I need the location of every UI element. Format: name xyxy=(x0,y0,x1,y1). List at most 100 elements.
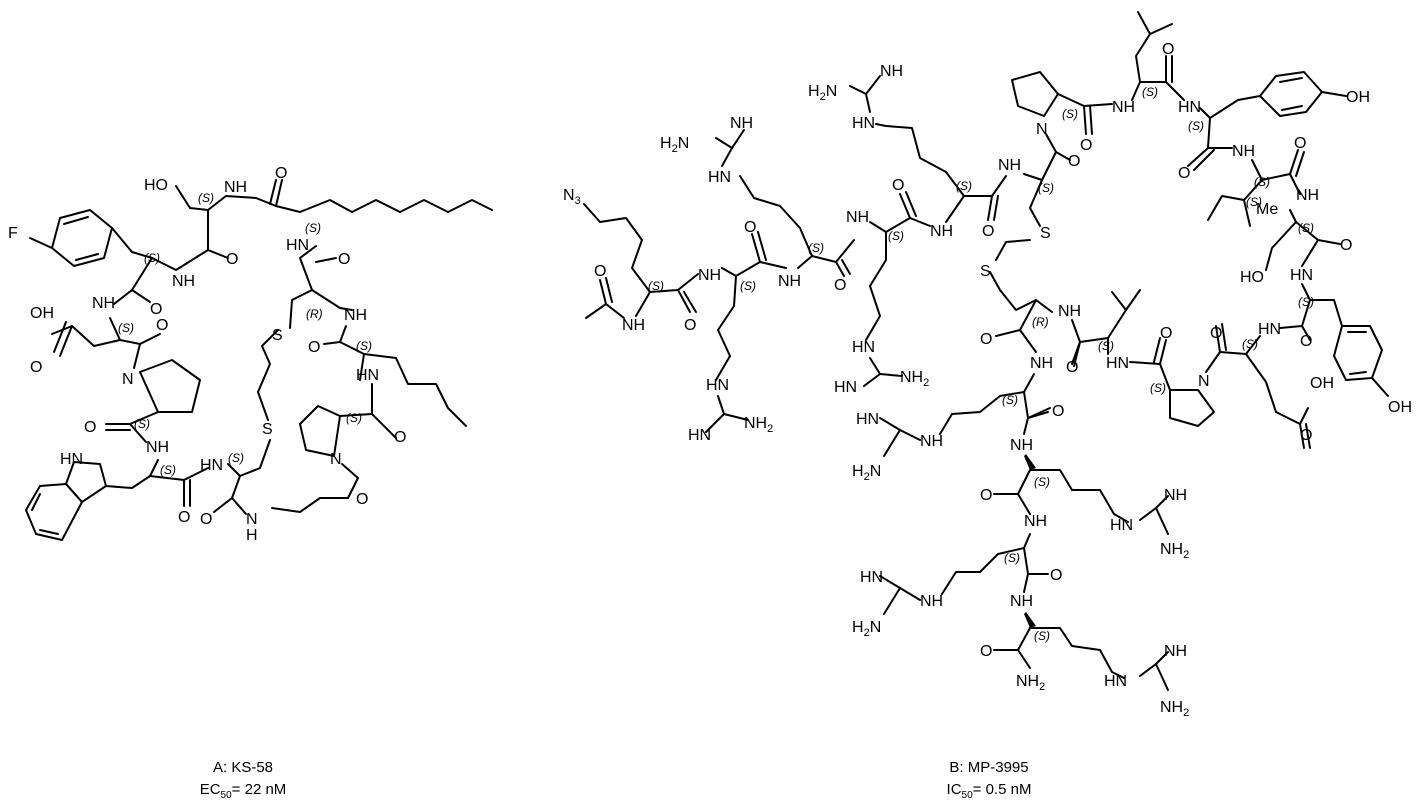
stereo-b1: (S) xyxy=(648,279,664,293)
carbonyl-o-b9: O xyxy=(1178,165,1190,182)
tyrosine-hydroxyl-b2: OH xyxy=(1388,399,1412,416)
amide-nh-a3: NH xyxy=(92,295,115,312)
stereo-a9: (S) xyxy=(356,339,372,353)
stereo-a4: (S) xyxy=(118,321,134,335)
stereo-b5: (S) xyxy=(956,179,972,193)
stereo-b15: (S) xyxy=(1150,381,1166,395)
carbonyl-o-a5: O xyxy=(84,419,96,436)
amide-nh-a1: NH xyxy=(224,179,247,196)
asp-carbonyl-o: O xyxy=(30,359,42,376)
guanidine-hn-b6: HN xyxy=(1110,517,1133,534)
carbonyl-o-a6: O xyxy=(178,509,190,526)
carbonyl-o-a2: O xyxy=(226,251,238,268)
carbonyl-o-a10: O xyxy=(356,491,368,508)
amide-nh-a8: HN xyxy=(356,367,379,384)
stereo-a7: (S) xyxy=(228,451,244,465)
stereo-b7: (S) xyxy=(1062,107,1078,121)
carbonyl-o-b18: O xyxy=(980,487,992,504)
amide-nh-b3: NH xyxy=(846,209,869,226)
amide-nh-b13: NH xyxy=(1058,303,1081,320)
carbonyl-o-a7: O xyxy=(338,251,350,268)
carbonyl-o-b16: O xyxy=(980,331,992,348)
amide-nh-a7: NH xyxy=(344,307,367,324)
carbonyl-o-a9: O xyxy=(394,429,406,446)
guanidine-nh-b7: NH xyxy=(920,593,943,610)
carbonyl-o-b4: O xyxy=(892,177,904,194)
amide-nh-b15: NH xyxy=(1010,437,1033,454)
sulfur-a1: S xyxy=(262,421,273,438)
guanidine-hn-b3: HN xyxy=(834,379,857,396)
stereo-b4: (S) xyxy=(888,229,904,243)
carbonyl-o-b1: O xyxy=(684,317,696,334)
methyl-label: Me xyxy=(1256,201,1278,218)
proline-n-a2: N xyxy=(330,451,342,468)
guanidine-nh2-b1: NH2 xyxy=(744,415,773,435)
fluorine-atom: F xyxy=(8,225,18,242)
guanidine-nh-b3: HN xyxy=(852,339,875,356)
carbonyl-o-b12: O xyxy=(1300,333,1312,350)
carbonyl-o-a4: O xyxy=(156,317,168,334)
serine-hydroxyl-b: HO xyxy=(1240,269,1264,286)
stereo-b16: (S) xyxy=(1098,339,1114,353)
stereo-b11: (S) xyxy=(1246,195,1262,209)
guanidine-nh-b2b: NH xyxy=(730,115,753,132)
carbonyl-o-b7: O xyxy=(1080,137,1092,154)
caption-compound-a: A: KS-58 EC50= 22 nM xyxy=(123,757,363,807)
guanidine-nh-b8: NH xyxy=(1164,643,1187,660)
carbonyl-o-b3: O xyxy=(834,277,846,294)
guanidine-h2n-b5: H2N xyxy=(852,463,881,483)
carbonyl-o-b20: O xyxy=(980,643,992,660)
amide-nh-a2: NH xyxy=(172,273,195,290)
stereo-b17: (R) xyxy=(1032,315,1049,329)
carbonyl-o-a11: O xyxy=(200,511,212,528)
asp-hydroxyl: OH xyxy=(30,305,54,322)
amide-nh-a9: H xyxy=(246,527,258,544)
carbonyl-o-b15: O xyxy=(1066,359,1078,376)
stereo-b2: (S) xyxy=(740,279,756,293)
carbonyl-o-b2: O xyxy=(744,219,756,236)
compound-b-metric: IC50= 0.5 nM xyxy=(946,781,1032,801)
amide-nh-a6: HN xyxy=(286,237,309,254)
guanidine-nh-b2: HN xyxy=(708,169,731,186)
asp-hydroxyl-b: OH xyxy=(1310,375,1334,392)
amide-nh-b2: NH xyxy=(778,273,801,290)
compound-b-label: B: MP-3995 xyxy=(949,759,1029,776)
tyrosine-hydroxyl-b1: OH xyxy=(1346,89,1370,106)
proline-n-b1: N xyxy=(1036,121,1048,138)
carbonyl-o-b17: O xyxy=(1052,403,1064,420)
amide-nh-b6: NH xyxy=(1112,99,1135,116)
acetyl-o: O xyxy=(594,263,606,280)
stereo-a6: (S) xyxy=(160,463,176,477)
carbonyl-o-a8: O xyxy=(308,339,320,356)
amide-nh-b8: NH xyxy=(1232,143,1255,160)
amide-nh-a4: NH xyxy=(146,439,169,456)
stereo-b13: (S) xyxy=(1298,295,1314,309)
guanidine-nh2-b6: NH2 xyxy=(1160,541,1189,561)
amide-nh-b10: HN xyxy=(1290,267,1313,284)
guanidine-hn-b7: HN xyxy=(860,569,883,586)
asp-carbonyl-o-b: O xyxy=(1300,427,1312,444)
sulfur-a2: S xyxy=(272,327,283,344)
stereo-b14: (S) xyxy=(1242,337,1258,351)
azide-group: N3 xyxy=(563,187,581,207)
guanidine-hn-b1: HN xyxy=(688,427,711,444)
stereo-b12: (S) xyxy=(1298,221,1314,235)
carbonyl-o-b5: O xyxy=(982,223,994,240)
indole-nh: HN xyxy=(60,451,83,468)
proline-n-a: N xyxy=(122,371,134,388)
carbonyl-o-b8: O xyxy=(1162,41,1174,58)
amide-nh-b9: NH xyxy=(1296,187,1319,204)
guanidine-h2n-b2: H2N xyxy=(660,135,689,155)
guanidine-nh-b5: NH xyxy=(920,433,943,450)
amide-nh-b11: HN xyxy=(1258,321,1281,338)
stereo-b20: (S) xyxy=(1004,551,1020,565)
carbonyl-o-b11: O xyxy=(1340,237,1352,254)
carbonyl-o-b13: O xyxy=(1210,325,1222,342)
guanidine-hn-b8: HN xyxy=(1104,673,1127,690)
compound-a-metric: EC50= 22 nM xyxy=(199,781,287,801)
stereo-b6: (S) xyxy=(1038,181,1054,195)
stereo-b18: (S) xyxy=(1002,393,1018,407)
fluorophenyl-ring: F xyxy=(8,209,133,267)
amide-nh-b1: NH xyxy=(698,267,721,284)
